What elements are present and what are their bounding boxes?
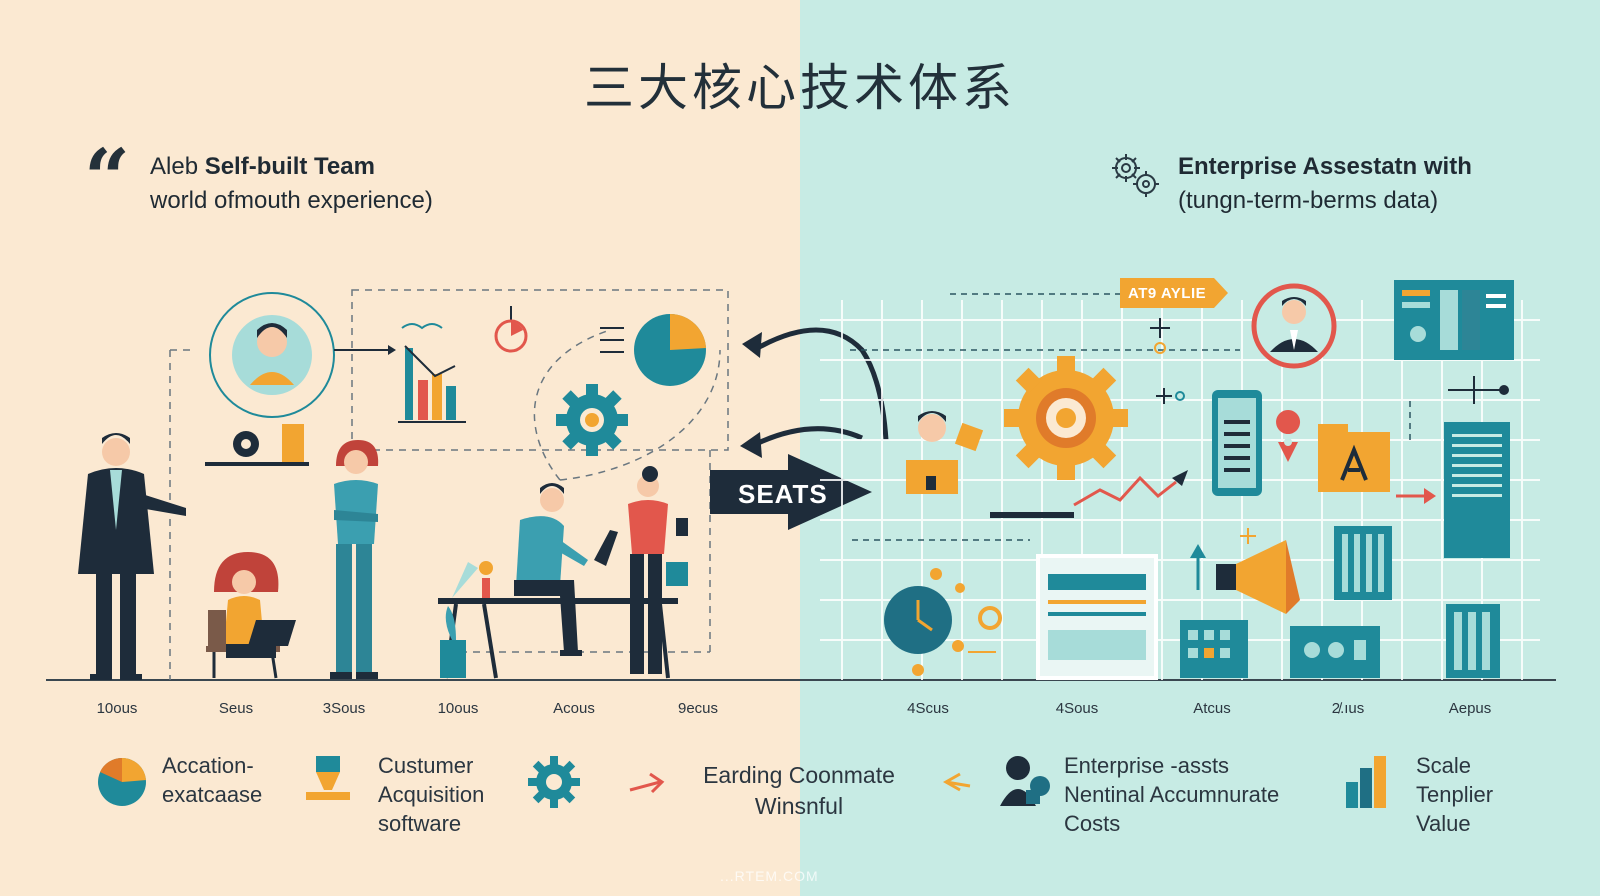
plus-arrow-icon bbox=[1448, 376, 1509, 404]
pie-chart-icon bbox=[600, 313, 706, 386]
tick-label: 9ecus bbox=[677, 700, 719, 717]
page-title: 三大核心技术体系 bbox=[584, 59, 1016, 117]
seats-arrow-shape bbox=[710, 454, 872, 530]
legend-line: Enterprise -assts bbox=[1064, 753, 1230, 778]
tag-shape bbox=[1120, 278, 1228, 308]
tick-label: 4Sous bbox=[1055, 700, 1099, 717]
curved-arrows bbox=[750, 327, 889, 449]
tick-label: Atcus bbox=[1193, 700, 1231, 717]
gear-legend-icon bbox=[528, 756, 580, 808]
right-header-line1: Enterprise Assestatn with bbox=[1178, 153, 1472, 180]
businessman-figure bbox=[78, 433, 186, 680]
tick-label: Acous bbox=[553, 700, 595, 717]
timeline-ticks: 10ous Seus 3Sous 10ous Acous 9ecus 4Scus… bbox=[0, 700, 1600, 724]
left-header: Aleb Self-built Team world ofmouth exper… bbox=[150, 150, 433, 218]
desk-scene bbox=[438, 466, 688, 679]
clock-icon bbox=[884, 568, 1002, 676]
legend-line: Nentinal Accumnurate bbox=[1064, 782, 1280, 807]
buildings-icon bbox=[1180, 526, 1500, 678]
pie-legend-icon bbox=[98, 757, 146, 806]
users-legend-icon bbox=[1000, 756, 1050, 806]
seats-arrow-label: SEATS bbox=[738, 479, 828, 509]
legend-line: Acquisition bbox=[378, 782, 485, 807]
tick-label: Aepus bbox=[1448, 700, 1492, 717]
tick-label: 10ous bbox=[96, 700, 138, 717]
tick-label: 10ous bbox=[437, 700, 479, 717]
analyst-figure bbox=[906, 411, 984, 494]
tick-label: Seus bbox=[218, 700, 254, 717]
tick-label: 2̸.ıus bbox=[1331, 700, 1365, 717]
dashboard-icon bbox=[1394, 280, 1514, 360]
dashed-frame-top bbox=[351, 289, 729, 451]
legend-line: Scale bbox=[1416, 753, 1472, 778]
tick-label: 3Sous bbox=[322, 700, 366, 717]
tick-label: 4Scus bbox=[907, 700, 949, 717]
left-header-line2: world ofmouth experience) bbox=[150, 187, 433, 214]
woman-standing-figure bbox=[330, 440, 379, 679]
right-header-line2: (tungn-term-berms data) bbox=[1178, 187, 1439, 214]
document-icon bbox=[1444, 422, 1510, 558]
pin-plus-icons bbox=[1150, 318, 1185, 404]
arrow-right-icon bbox=[629, 772, 665, 794]
phone-server-icon bbox=[1212, 390, 1262, 496]
gears-icon bbox=[1112, 154, 1159, 197]
line-graph-icon bbox=[990, 470, 1188, 518]
gauge-icon bbox=[494, 306, 528, 353]
legend-line: software bbox=[378, 811, 462, 836]
arrow-left-icon bbox=[942, 772, 971, 792]
watermark: ...RTEM.COM bbox=[720, 868, 819, 884]
left-header-prefix: Aleb bbox=[150, 153, 205, 180]
megaphone-icon bbox=[1190, 528, 1300, 614]
bars-legend-icon bbox=[1346, 756, 1386, 808]
legend-line: Tenplier bbox=[1416, 782, 1494, 807]
orange-gear-icon bbox=[1004, 356, 1128, 480]
quote-icon: “ bbox=[84, 131, 131, 225]
legend-line: Value bbox=[1416, 811, 1471, 836]
profile-icon bbox=[1251, 283, 1337, 369]
legend-line: Earding Coonmate bbox=[703, 762, 895, 788]
map-pin-icon bbox=[1276, 410, 1301, 462]
bar-chart-icon bbox=[398, 323, 466, 423]
woman-laptop-figure bbox=[206, 552, 296, 679]
legend-item-accation: Accation-exatcaase bbox=[162, 751, 262, 809]
legend-line: Costs bbox=[1064, 811, 1121, 836]
legend-line: Custumer bbox=[378, 753, 474, 778]
funnel-legend-icon bbox=[306, 756, 350, 800]
legend-line: Winsnful bbox=[754, 793, 844, 819]
tag-label: AT9 AYLIE bbox=[1128, 285, 1207, 302]
gear-box-icon bbox=[205, 424, 309, 466]
legend-line: Accation- bbox=[162, 753, 254, 778]
gear-icon bbox=[556, 384, 628, 456]
folder-icon bbox=[1318, 424, 1436, 504]
left-header-bold: Self-built Team bbox=[204, 153, 375, 180]
right-header: Enterprise Assestatn with (tungn-term-be… bbox=[1178, 150, 1472, 218]
left-panel-background bbox=[0, 0, 800, 896]
dashed-curve bbox=[533, 329, 611, 481]
report-monitor-icon bbox=[1036, 554, 1158, 680]
legend-line: exatcaase bbox=[162, 782, 263, 807]
avatar-circle-icon bbox=[209, 292, 396, 418]
